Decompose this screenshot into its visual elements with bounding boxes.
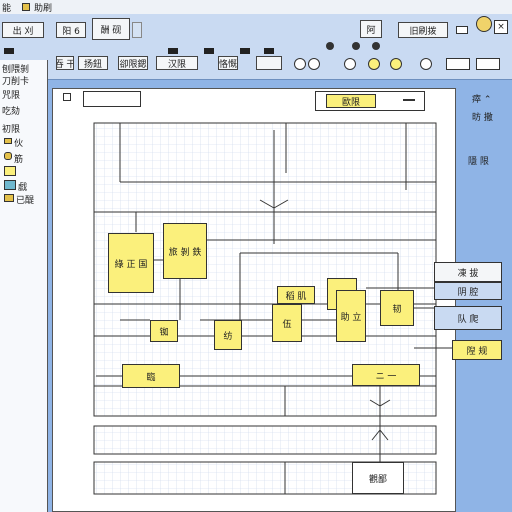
toolbar-button[interactable]: 阳 6 [56,22,86,38]
canvas-corner-icon [63,93,71,101]
box-icon [4,166,16,176]
diagram-node[interactable]: ニ 一 [352,364,420,386]
diagram-node[interactable]: 綠 正 国 [108,233,154,293]
toolbar-button[interactable]: 旧刷拨 [398,22,448,38]
sidebar: 刨隈剝 刀削卡 咒限 吃劾 初限 伙 筋 戯 已醍 [0,60,48,512]
close-icon[interactable]: × [494,20,508,34]
menu-item[interactable]: 能 [2,4,12,14]
folder-icon [4,194,14,202]
toolbar-icon[interactable] [456,26,468,34]
toolbar-field[interactable] [446,58,470,70]
toolbar: 出 刈 阳 6 酬 砚 阿 旧刷拨 × 吞 干 扬鈕 卻限鍶 汉限 恪慨 [0,14,512,80]
toolbar-radio[interactable] [308,58,320,70]
canvas-header-label[interactable]: 歐限 [326,94,376,108]
toolbar-radio[interactable] [294,58,306,70]
right-panel-item[interactable]: 昉 撒 [472,113,493,123]
sidebar-item[interactable]: 筋 [14,155,24,165]
toolbar-toggle[interactable] [264,48,274,54]
diagram-node[interactable]: 助 立 [336,290,366,342]
sidebar-item[interactable]: 初限 [2,125,21,135]
sidebar-item[interactable]: 咒限 [2,91,21,101]
toolbar-field[interactable] [476,58,500,70]
box-icon [4,180,16,190]
refresh-icon[interactable] [476,16,492,32]
sidebar-item[interactable]: 刨隈剝 [2,65,30,75]
toolbar-button[interactable]: 出 刈 [2,22,44,38]
canvas-field[interactable] [83,91,141,107]
toolbar-button[interactable]: 卻限鍶 [118,56,148,70]
toolbar-button[interactable]: 汉限 [156,56,198,70]
sidebar-item[interactable]: 戯 [18,183,28,193]
toolbar-button[interactable]: 恪慨 [218,56,238,70]
diagram-node[interactable]: 纺 [214,320,242,350]
right-panel-item[interactable]: 隱 限 [468,157,489,167]
menu-item[interactable]: 助刷 [34,4,53,14]
right-panel-item[interactable]: 瘁 ⌃ [472,95,492,105]
toolbar-button[interactable] [256,56,282,70]
toolbar-toggle[interactable] [240,48,250,54]
folder-icon [4,138,12,144]
diagram-panel [93,122,437,213]
menu-icon [22,3,30,11]
toolbar-dot[interactable] [372,42,380,50]
diagram-node[interactable]: 韧 [380,290,414,326]
toolbar-toggle[interactable] [204,48,214,54]
toolbar-radio[interactable] [368,58,380,70]
toolbar-dot[interactable] [352,42,360,50]
right-panel-button[interactable]: 队 爬 [434,306,502,330]
menu-bar: 能 助刷 [0,0,512,14]
sidebar-item[interactable]: 已醍 [16,196,35,206]
right-panel-button[interactable]: 隉 规 [452,340,502,360]
toolbar-toggle[interactable] [168,48,178,54]
toolbar-radio[interactable] [390,58,402,70]
right-panel-button[interactable]: 阴 腔 [434,282,502,300]
canvas-header-box[interactable]: 歐限 [315,91,425,111]
toolbar-button[interactable]: 酬 砚 [92,18,130,40]
toolbar-dot[interactable] [326,42,334,50]
toolbar-button[interactable]: 吞 干 [56,56,74,70]
toolbar-button[interactable]: 扬鈕 [78,56,108,70]
sidebar-item[interactable]: 刀削卡 [2,77,30,87]
diagram-node[interactable]: 伍 [272,304,302,342]
toolbar-radio[interactable] [420,58,432,70]
diagram-lane [93,385,437,417]
diagram-node[interactable]: 稻 肌 [277,286,315,304]
sidebar-item[interactable]: 伙 [14,139,24,149]
sidebar-item[interactable]: 吃劾 [2,107,21,117]
toolbar-radio[interactable] [344,58,356,70]
diagram-node[interactable]: 臨 [122,364,180,388]
toolbar-button[interactable]: 阿 [360,20,382,38]
toolbar-toggle[interactable] [4,48,14,54]
diagram-node[interactable]: 铷 [150,320,178,342]
toolbar-spacer [132,22,142,38]
diagram-node[interactable]: 旅 剝 鉄 [163,223,207,279]
lock-icon [4,152,12,160]
diagram-node[interactable]: 觀鄙 [352,462,404,494]
diagram-lane [93,425,437,455]
diagram-node-label: 觀鄙 [368,474,387,485]
arrow-icon [403,99,415,101]
right-panel-button[interactable]: 凍 拔 [434,262,502,282]
